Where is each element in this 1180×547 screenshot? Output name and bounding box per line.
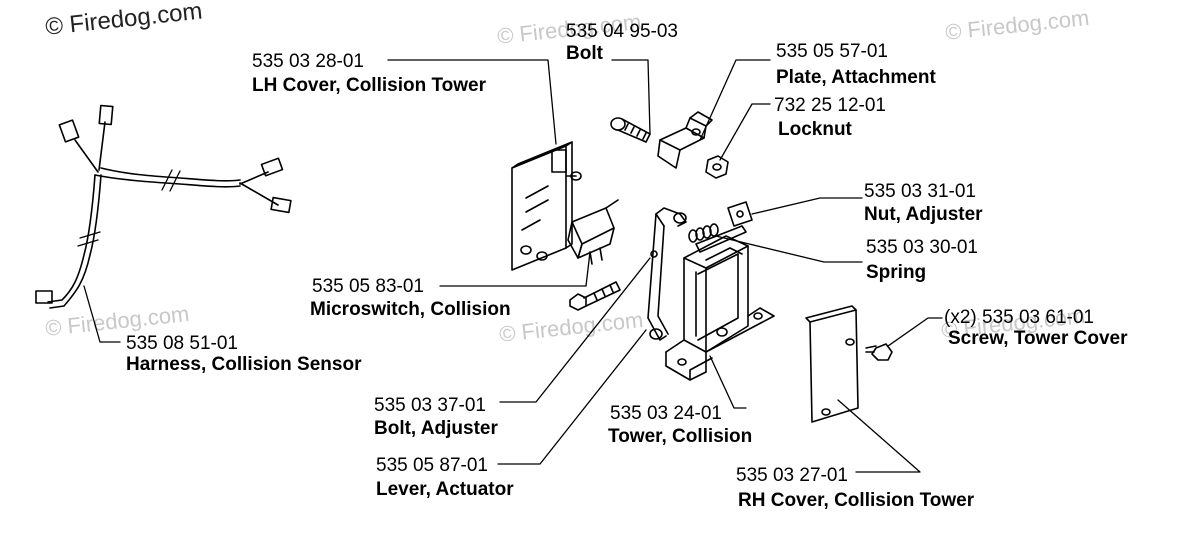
callout-number-bolt-adjuster: 535 03 37-01 <box>374 395 486 416</box>
callout-number-lh-cover: 535 03 28-01 <box>252 51 364 72</box>
locknut-drawing <box>705 155 729 179</box>
harness-drawing <box>35 104 292 309</box>
bolt-drawing <box>610 117 651 143</box>
callout-name-rh-cover: RH Cover, Collision Tower <box>738 490 975 511</box>
rh-cover-drawing <box>805 305 859 423</box>
callout-number-nut-adjuster: 535 03 31-01 <box>864 181 976 202</box>
bolt-adjuster-drawing <box>569 281 621 311</box>
callout-name-screw: Screw, Tower Cover <box>948 328 1128 349</box>
microswitch-drawing <box>567 199 619 265</box>
callout-name-locknut: Locknut <box>778 119 852 140</box>
lh-cover-drawing <box>511 141 582 271</box>
callout-number-screw: (x2) 535 03 61-01 <box>944 307 1094 328</box>
callout-name-plate: Plate, Attachment <box>776 67 936 88</box>
callout-name-lh-cover: LH Cover, Collision Tower <box>252 75 487 96</box>
callout-number-locknut: 732 25 12-01 <box>774 95 886 116</box>
callout-name-spring: Spring <box>866 262 927 283</box>
lever-actuator-drawing <box>647 207 687 341</box>
callout-name-bolt-adjuster: Bolt, Adjuster <box>374 418 498 439</box>
leader-lines <box>83 59 943 473</box>
plate-attachment-drawing <box>657 111 713 169</box>
callout-name-tower: Tower, Collision <box>608 426 753 447</box>
callout-number-lever: 535 05 87-01 <box>376 455 488 476</box>
callout-number-plate: 535 05 57-01 <box>776 41 888 62</box>
callout-number-harness: 535 08 51-01 <box>126 333 238 354</box>
nut-adjuster-drawing <box>727 201 753 227</box>
callout-number-spring: 535 03 30-01 <box>866 237 978 258</box>
callout-name-nut-adjuster: Nut, Adjuster <box>864 204 983 225</box>
spring-drawing <box>688 223 719 243</box>
callout-name-bolt: Bolt <box>566 43 603 64</box>
callout-name-microswitch: Microswitch, Collision <box>310 299 511 320</box>
callout-name-lever: Lever, Actuator <box>376 479 514 500</box>
callout-number-microswitch: 535 05 83-01 <box>312 276 424 297</box>
callout-number-rh-cover: 535 03 27-01 <box>736 465 848 486</box>
tower-collision-drawing <box>665 225 775 381</box>
callout-name-harness: Harness, Collision Sensor <box>126 354 362 375</box>
callout-number-bolt: 535 04 95-03 <box>566 21 678 42</box>
screw-tower-cover-drawing <box>865 343 893 361</box>
callout-number-tower: 535 03 24-01 <box>610 403 722 424</box>
